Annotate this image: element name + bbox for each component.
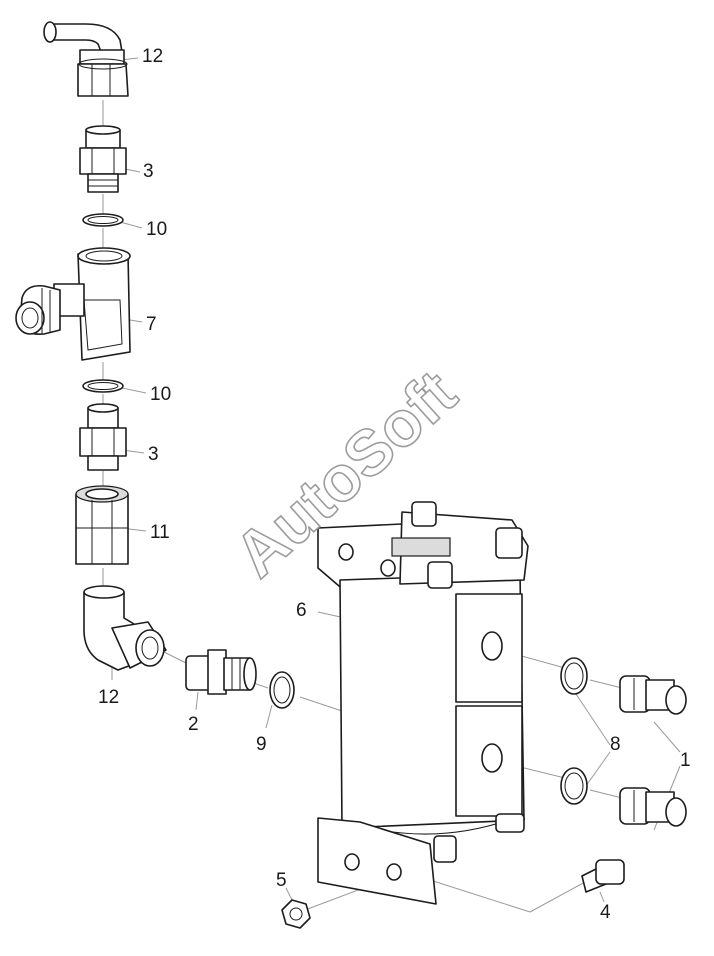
- callout-7: 7: [146, 314, 157, 335]
- union-adapter-middle: [79, 403, 127, 471]
- union-adapter-top: [79, 125, 127, 193]
- callout-12-top: 12: [142, 46, 163, 67]
- seal-ring-middle: [82, 379, 124, 393]
- callout-3-top: 3: [143, 161, 154, 182]
- callout-11: 11: [150, 522, 170, 543]
- callout-5: 5: [276, 870, 287, 891]
- callout-labels: 12 3 10 7 10 3 11 12 2 9 6 8 1 5 4: [98, 46, 691, 923]
- elbow-fitting-top: [43, 21, 129, 97]
- callout-1: 1: [680, 750, 691, 771]
- callout-10-top: 10: [146, 219, 167, 240]
- callout-8: 8: [610, 734, 621, 755]
- bolt: [581, 859, 625, 893]
- callout-9: 9: [256, 734, 267, 755]
- callout-4: 4: [600, 902, 611, 923]
- callout-6: 6: [296, 600, 307, 621]
- o-ring: [269, 671, 295, 709]
- seal-ring-top: [82, 213, 124, 227]
- hex-nut: [281, 899, 311, 929]
- callout-10-middle: 10: [150, 384, 171, 405]
- tee-valve: [15, 247, 131, 361]
- elbow-fitting-bottom: [83, 585, 167, 671]
- seal-rings-pair: [560, 657, 588, 805]
- coupling-nut: [75, 485, 129, 565]
- callout-3-middle: 3: [148, 444, 159, 465]
- callout-2: 2: [188, 714, 199, 735]
- port-connectors-pair: [619, 675, 687, 827]
- callout-12-bottom: 12: [98, 687, 119, 708]
- filter-body: [317, 501, 529, 905]
- straight-adapter: [185, 649, 257, 695]
